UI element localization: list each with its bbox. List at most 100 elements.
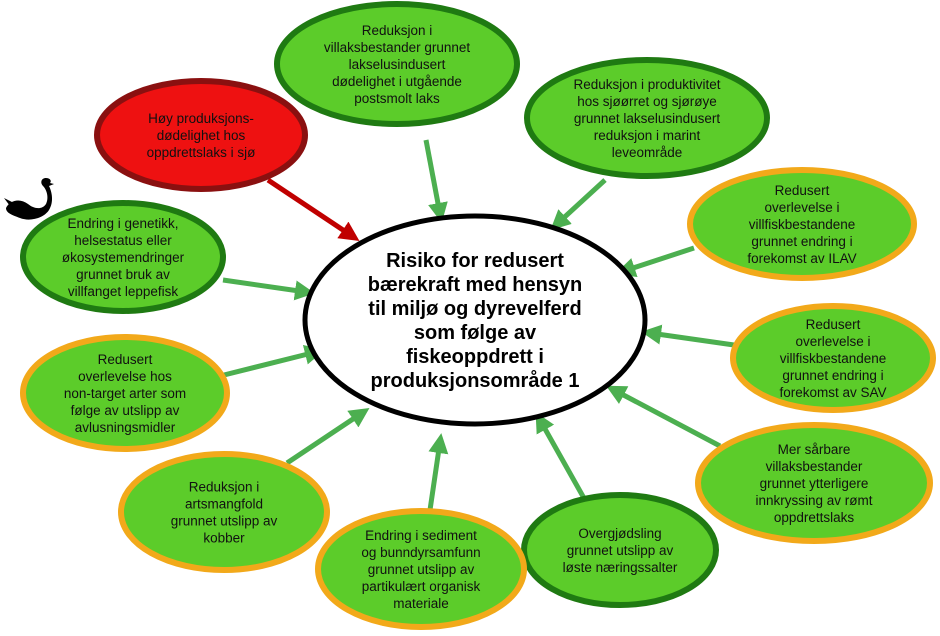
center-ellipse <box>302 213 648 427</box>
node-label-line: Endring i genetikk, <box>67 216 178 231</box>
node-label-line: villaksbestander <box>766 459 863 474</box>
node-ellipse <box>20 200 226 314</box>
node-label-line: hos sjøørret og sjørøye <box>577 94 717 109</box>
node-label-line: oppdrettslaks <box>774 510 855 525</box>
center-label-line: til miljø og dyrevelferd <box>368 298 581 320</box>
arrows-layer <box>219 139 735 511</box>
node-ellipse <box>521 492 719 608</box>
node-ellipse <box>695 422 933 544</box>
node-label-line: avlusningsmidler <box>75 420 176 435</box>
arrow-nutrients <box>535 412 588 502</box>
node-label-line: forekomst av ILAV <box>747 251 856 266</box>
node-ilav: Redusert overlevelse i villfiskbestandene g… <box>687 167 917 281</box>
node-label: Redusert overlevelse hos non-target arter … <box>64 352 186 435</box>
swan-tail <box>4 198 14 206</box>
node-ellipse <box>20 334 230 452</box>
node-cleaner-fish: Endring i genetikk, helsestatus eller økos… <box>20 200 226 314</box>
node-label-line: Overgjødsling <box>578 526 661 541</box>
node-label-line: Reduksjon i <box>189 480 260 495</box>
center-label-line: som følge av <box>414 322 537 344</box>
node-label-line: kobber <box>203 531 245 546</box>
node-label-line: villfiskbestandene <box>749 217 856 232</box>
node-label-line: grunnet endring i <box>782 368 883 383</box>
node-sediment: Endring i sediment og bunndyrsamfunn grunn… <box>315 508 527 630</box>
nodes-layer: Reduksjon i villaksbestander grunnet lakse… <box>20 1 936 630</box>
arrow-ilav <box>615 245 695 278</box>
node-label-line: innkryssing av rømt <box>755 493 872 508</box>
node-label-line: villaksbestander grunnet <box>324 40 471 55</box>
node-label: Endring i genetikk, helsestatus eller økos… <box>62 216 185 299</box>
node-label-line: Redusert <box>775 183 830 198</box>
node-label-line: partikulært organisk <box>362 579 481 594</box>
center-label-line: produksjonsområde 1 <box>371 369 580 392</box>
node-label-line: materiale <box>393 596 449 611</box>
node-label-line: grunnet utslipp av <box>171 514 278 529</box>
node-label-line: dødelighet hos <box>157 128 246 143</box>
node-label-line: reduksjon i marint <box>594 128 701 143</box>
node-label: Mer sårbare villaksbestander grunnet ytter… <box>755 442 872 525</box>
node-label-line: helsestatus eller <box>74 233 172 248</box>
node-label-line: Mer sårbare <box>778 442 851 457</box>
arrow-cleaner-fish <box>222 277 315 301</box>
center-label-line: Risiko for redusert <box>386 250 564 272</box>
arrow-mortality <box>266 177 360 241</box>
node-label-line: grunnet bruk av <box>76 267 170 282</box>
arrow-sav <box>641 324 735 348</box>
node-ellipse <box>687 167 917 281</box>
node-ellipse <box>94 78 308 192</box>
center-label-line: fiskeoppdrett i <box>406 346 544 368</box>
node-post-smolt: Reduksjon i villaksbestander grunnet lakse… <box>274 1 520 127</box>
arrow-sediment <box>427 433 449 511</box>
node-label-line: Redusert <box>98 352 153 367</box>
node-label-line: Endring i sediment <box>365 528 477 543</box>
arrow-post-smolt <box>423 139 448 223</box>
node-label: Reduksjon i villaksbestander grunnet lakse… <box>324 23 471 106</box>
node-label-line: Reduksjon i <box>362 23 433 38</box>
node-ellipse <box>730 303 936 413</box>
node-escaped-salmon: Mer sårbare villaksbestander grunnet ytter… <box>695 422 933 544</box>
node-label-line: Redusert <box>806 317 861 332</box>
arrow-productivity <box>550 178 607 231</box>
node-label-line: og bunndyrsamfunn <box>361 545 480 560</box>
node-label-line: grunnet utslipp av <box>368 562 475 577</box>
node-label-line: overlevelse hos <box>78 369 172 384</box>
node-label-line: lakselusindusert <box>349 57 446 72</box>
arrow-copper <box>285 408 370 466</box>
node-label: Endring i sediment og bunndyrsamfunn grunn… <box>361 528 480 611</box>
node-label-line: villfanget leppefisk <box>68 284 179 299</box>
node-label-line: postsmolt laks <box>354 91 440 106</box>
black-swan-icon <box>4 178 54 220</box>
node-label-line: følge av utslipp av <box>71 403 180 418</box>
node-label-line: grunnet endring i <box>751 234 852 249</box>
node-label-line: overlevelse i <box>764 200 839 215</box>
node-ellipse <box>315 508 527 630</box>
node-label-line: økosystemendringer <box>62 250 185 265</box>
center-label-line: bærekraft med hensyn <box>368 274 583 296</box>
node-label-line: non-target arter som <box>64 386 186 401</box>
node-label-line: løste næringssalter <box>563 560 678 575</box>
node-non-target: Redusert overlevelse hos non-target arter … <box>20 334 230 452</box>
node-label-line: forekomst av SAV <box>779 385 886 400</box>
arrow-non-target <box>219 344 325 379</box>
arrow-escaped-salmon <box>606 385 722 449</box>
node-label-line: grunnet ytterligere <box>760 476 869 491</box>
node-label: Redusert overlevelse i villfiskbestandene g… <box>747 183 856 266</box>
node-label-line: grunnet lakselusindusert <box>574 111 721 126</box>
swan-body <box>6 178 54 220</box>
node-ellipse <box>274 1 520 127</box>
node-ellipse <box>118 451 330 573</box>
node-label-line: Høy produksjons- <box>148 111 254 126</box>
node-ellipse <box>524 57 770 179</box>
